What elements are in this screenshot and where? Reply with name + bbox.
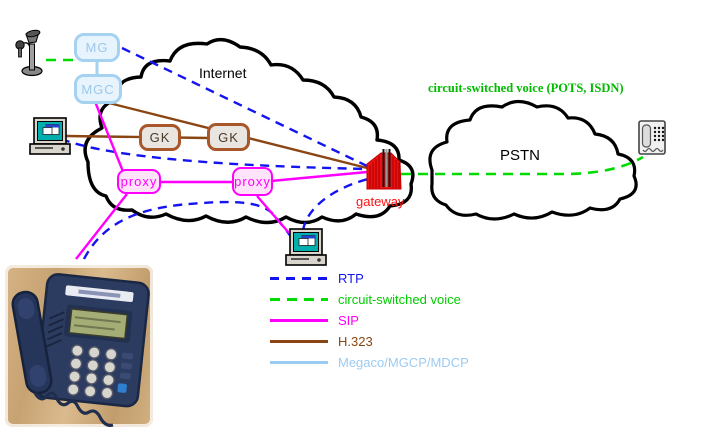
- circuit-switched-lines: [46, 58, 644, 176]
- legend-row-sip: SIP: [270, 310, 469, 331]
- gateway-icon: [366, 149, 402, 190]
- legend-label: H.323: [338, 334, 373, 349]
- pc-icon: [285, 228, 327, 266]
- desk-phone-drawing: [11, 273, 150, 427]
- candlestick-phone-icon: [15, 29, 43, 77]
- gateway-label: gateway: [356, 194, 405, 209]
- legend-label: SIP: [338, 313, 359, 328]
- rtp-line-swatch: [270, 277, 328, 280]
- pc-icon: [29, 117, 71, 155]
- legend-row-megaco: Megaco/MGCP/MDCP: [270, 352, 469, 373]
- keypad-phone-icon: [638, 120, 666, 155]
- legend-label: RTP: [338, 271, 364, 286]
- proxy-node-1: proxy: [117, 169, 161, 194]
- internet-cloud-label: Internet: [199, 65, 247, 81]
- legend-row-h323: H.323: [270, 331, 469, 352]
- circuit-switched-annotation: circuit-switched voice (POTS, ISDN): [428, 81, 624, 95]
- desk-phone-photo: [5, 265, 153, 427]
- pstn-cloud: [428, 99, 638, 221]
- legend-row-voice: circuit-switched voice: [270, 289, 469, 310]
- mg-node: MG: [74, 33, 120, 62]
- h323-line-swatch: [270, 340, 328, 343]
- sip-line-swatch: [270, 319, 328, 322]
- legend-label: circuit-switched voice: [338, 292, 461, 307]
- mgc-node: MGC: [74, 74, 122, 104]
- proxy-node-2: proxy: [232, 167, 273, 196]
- voice-line-swatch: [270, 298, 328, 301]
- sip-lines: [75, 98, 368, 260]
- megaco-line-swatch: [270, 361, 328, 364]
- legend-row-rtp: RTP: [270, 268, 469, 289]
- pstn-cloud-label: PSTN: [500, 147, 541, 164]
- gk-node-1: GK: [139, 124, 181, 151]
- legend-label: Megaco/MGCP/MDCP: [338, 355, 469, 370]
- legend: RTP circuit-switched voice SIP H.323 Meg…: [270, 268, 469, 373]
- gk-node-2: GK: [207, 123, 250, 151]
